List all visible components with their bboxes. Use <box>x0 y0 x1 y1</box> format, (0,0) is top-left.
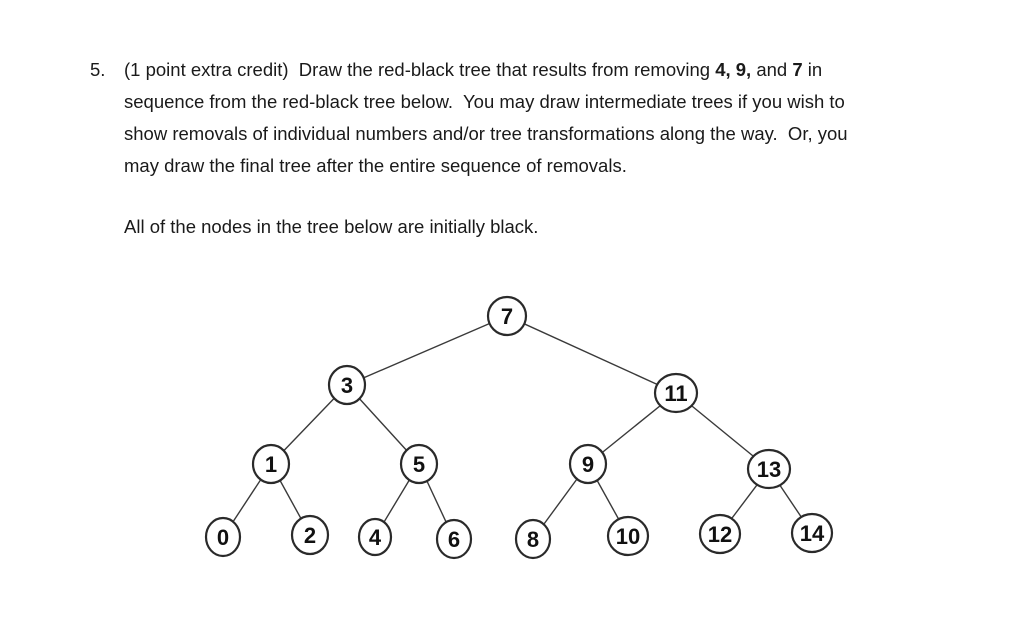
tree-node-label-12: 12 <box>708 522 732 547</box>
tree-node-label-6: 6 <box>448 527 460 552</box>
tree-node-circle-6 <box>435 518 473 560</box>
tree-node-circle-11 <box>653 372 699 414</box>
tree-node-12: 12 <box>698 513 742 555</box>
question-number: 5. <box>90 59 106 80</box>
tree-node-label-11: 11 <box>664 381 687 406</box>
tree-node-label-5: 5 <box>413 452 425 477</box>
question-text-segment: (1 point extra credit) Draw the red-blac… <box>124 59 716 80</box>
tree-node-10: 10 <box>606 515 650 557</box>
tree-node-circle-8 <box>514 518 552 560</box>
tree-node-8: 8 <box>514 518 552 560</box>
tree-node-label-7: 7 <box>501 304 513 329</box>
tree-node-11: 11 <box>653 372 699 414</box>
tree-node-circle-1 <box>251 443 291 485</box>
tree-node-label-3: 3 <box>341 373 353 398</box>
tree-node-label-4: 4 <box>369 525 382 550</box>
tree-node-circle-7 <box>486 295 528 337</box>
tree-node-6: 6 <box>435 518 473 560</box>
question-text-segment: in <box>802 59 823 80</box>
question-line: show removals of individual numbers and/… <box>124 118 848 150</box>
question-text-segment: show removals of individual numbers and/… <box>124 123 848 144</box>
tree-node-label-9: 9 <box>582 452 594 477</box>
tree-node-circle-9 <box>568 443 608 485</box>
tree-node-circle-2 <box>290 514 330 556</box>
question-bold-text: 7 <box>792 59 803 80</box>
question-text: (1 point extra credit) Draw the red-blac… <box>124 54 848 182</box>
tree-node-7: 7 <box>486 295 528 337</box>
question-bold-text: 4, 9, <box>715 59 752 80</box>
tree-node-circle-4 <box>357 517 393 557</box>
tree-node-circle-5 <box>399 443 439 485</box>
tree-node-label-2: 2 <box>304 523 316 548</box>
tree-node-circle-10 <box>606 515 650 557</box>
question-line: (1 point extra credit) Draw the red-blac… <box>124 54 848 86</box>
tree-node-4: 4 <box>357 517 393 557</box>
tree-node-13: 13 <box>746 448 792 490</box>
question-text-segment: sequence from the red-black tree below. … <box>124 91 845 112</box>
tree-edge-7-11 <box>506 315 677 394</box>
tree-node-0: 0 <box>204 516 242 558</box>
tree-node-circle-0 <box>204 516 242 558</box>
tree-node-label-14: 14 <box>800 521 825 546</box>
question-line: sequence from the red-black tree below. … <box>124 86 848 118</box>
tree-node-1: 1 <box>251 443 291 485</box>
tree-node-label-10: 10 <box>616 524 640 549</box>
tree-edge-7-3 <box>346 315 508 386</box>
tree-node-5: 5 <box>399 443 439 485</box>
tree-node-label-0: 0 <box>217 525 229 550</box>
tree-node-circle-13 <box>746 448 792 490</box>
question-note: All of the nodes in the tree below are i… <box>124 216 539 237</box>
tree-node-3: 3 <box>327 364 367 406</box>
tree-node-circle-14 <box>790 512 834 554</box>
question-line: may draw the final tree after the entire… <box>124 150 848 182</box>
tree-node-9: 9 <box>568 443 608 485</box>
tree-node-circle-3 <box>327 364 367 406</box>
tree-node-label-8: 8 <box>527 527 539 552</box>
tree-node-14: 14 <box>790 512 834 554</box>
question-text-segment: may draw the final tree after the entire… <box>124 155 627 176</box>
question-text-segment: and <box>751 59 793 80</box>
tree-node-label-13: 13 <box>757 457 781 482</box>
tree-node-2: 2 <box>290 514 330 556</box>
tree-node-label-1: 1 <box>265 452 277 477</box>
tree-node-circle-12 <box>698 513 742 555</box>
